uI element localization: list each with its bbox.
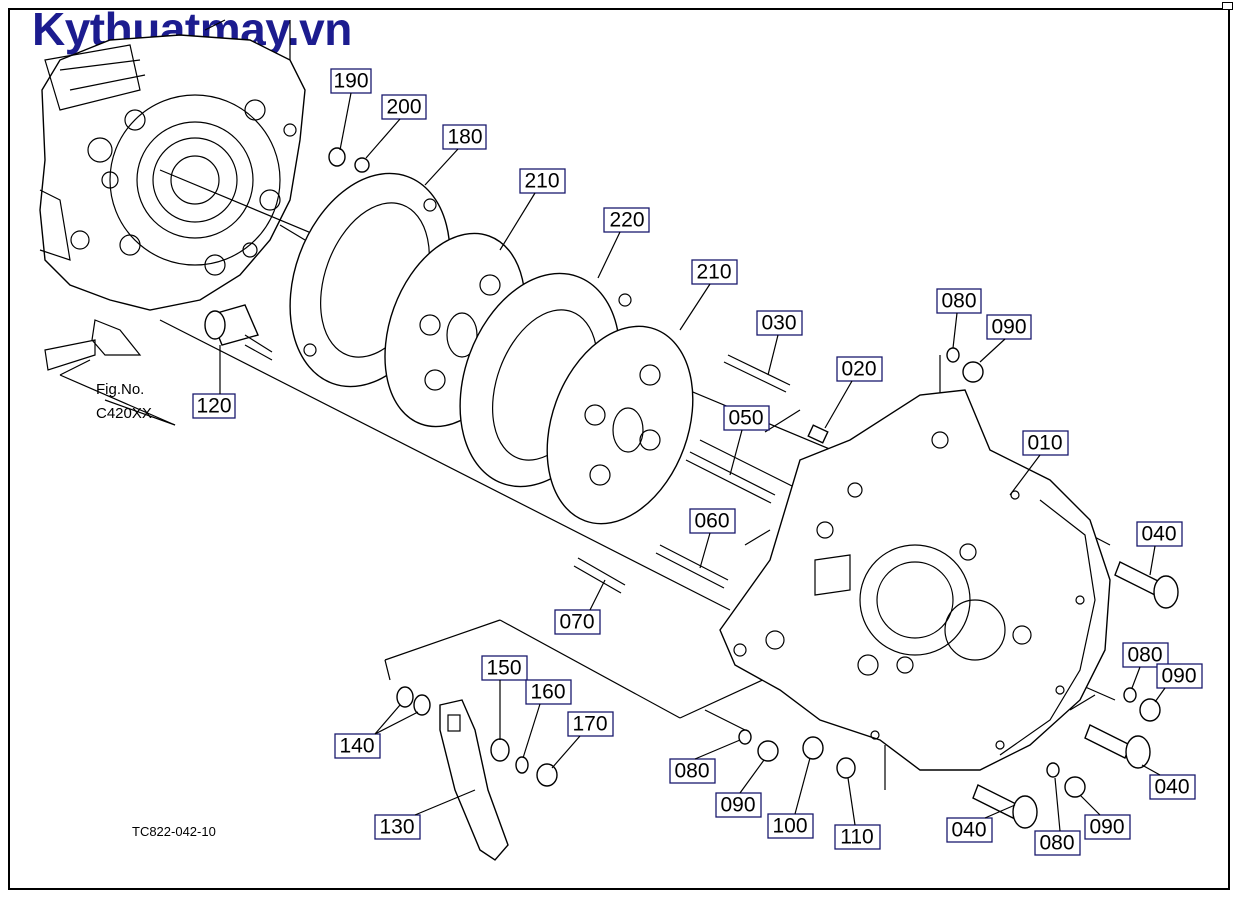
callout-text: 150 [486,657,521,680]
callout-140: 140 [334,733,381,759]
callout-text: 210 [524,170,559,193]
drawing-frame [8,8,1230,890]
callout-text: 040 [1141,523,1176,546]
callout-text: 080 [941,290,976,313]
callout-text: 020 [841,358,876,381]
callout-text: 050 [728,407,763,430]
callout-text: 100 [772,815,807,838]
callout-text: 120 [196,395,231,418]
callout-020: 020 [836,356,883,382]
callout-210-b: 210 [691,259,738,285]
callout-090-d: 090 [1084,814,1131,840]
leader-lines [219,92,1166,832]
callout-040-b: 040 [1149,774,1196,800]
callout-text: 110 [840,826,873,849]
callout-100: 100 [767,813,814,839]
fig-no-label: Fig.No. [96,381,144,398]
callout-text: 090 [1089,816,1124,839]
callout-220: 220 [603,207,650,233]
callout-200: 200 [381,94,427,120]
callout-090-c: 090 [715,792,762,818]
friction-plate-210-b-drawing [546,325,694,525]
callout-040-c: 040 [946,817,993,843]
callout-180: 180 [442,124,487,150]
callout-080-a: 080 [936,288,982,314]
callout-text: 040 [1154,776,1189,799]
drawing-code: TC822-042-10 [132,824,216,839]
callout-080-b: 080 [1122,642,1169,668]
callout-text: 090 [1161,665,1196,688]
callout-text: 180 [447,126,482,149]
callout-text: 080 [674,760,709,783]
callout-080-c: 080 [669,758,716,784]
callout-120: 120 [192,393,236,419]
callout-text: 210 [696,261,731,284]
small-parts-drawing [204,147,1179,861]
callout-text: 200 [386,96,421,119]
callout-110: 110 [834,824,881,850]
callout-010: 010 [1022,430,1069,456]
callout-text: 170 [572,713,607,736]
callout-text: 010 [1027,432,1062,455]
callout-text: 160 [530,681,565,704]
callout-text: 220 [609,209,644,232]
callout-130: 130 [374,814,421,840]
corner-mark [1222,2,1233,10]
callout-text: 070 [559,611,594,634]
callout-030: 030 [756,310,803,336]
callout-text: 190 [333,70,368,93]
callout-text: 080 [1127,644,1162,667]
callout-090-b: 090 [1156,663,1203,689]
callout-060: 060 [689,508,736,534]
callout-150: 150 [481,655,528,681]
callout-text: 080 [1039,832,1074,855]
callout-text: 140 [339,735,374,758]
callout-160: 160 [525,679,572,705]
callout-090-a: 090 [986,314,1032,340]
fig-no-value: C420XX [96,405,152,422]
callout-text: 130 [379,816,414,839]
callout-040-a: 040 [1136,521,1183,547]
engine-housing-drawing [39,19,306,371]
callout-170: 170 [567,711,614,737]
callout-080-d: 080 [1034,830,1081,856]
housing-010-drawing [719,389,1111,771]
callout-070: 070 [554,609,601,635]
callout-text: 040 [951,819,986,842]
callout-text: 090 [720,794,755,817]
callout-text: 090 [991,316,1026,339]
callout-210-a: 210 [519,168,566,194]
callout-text: 060 [694,510,729,533]
callout-text: 030 [761,312,796,335]
callout-190: 190 [330,68,372,94]
callout-050: 050 [723,405,770,431]
